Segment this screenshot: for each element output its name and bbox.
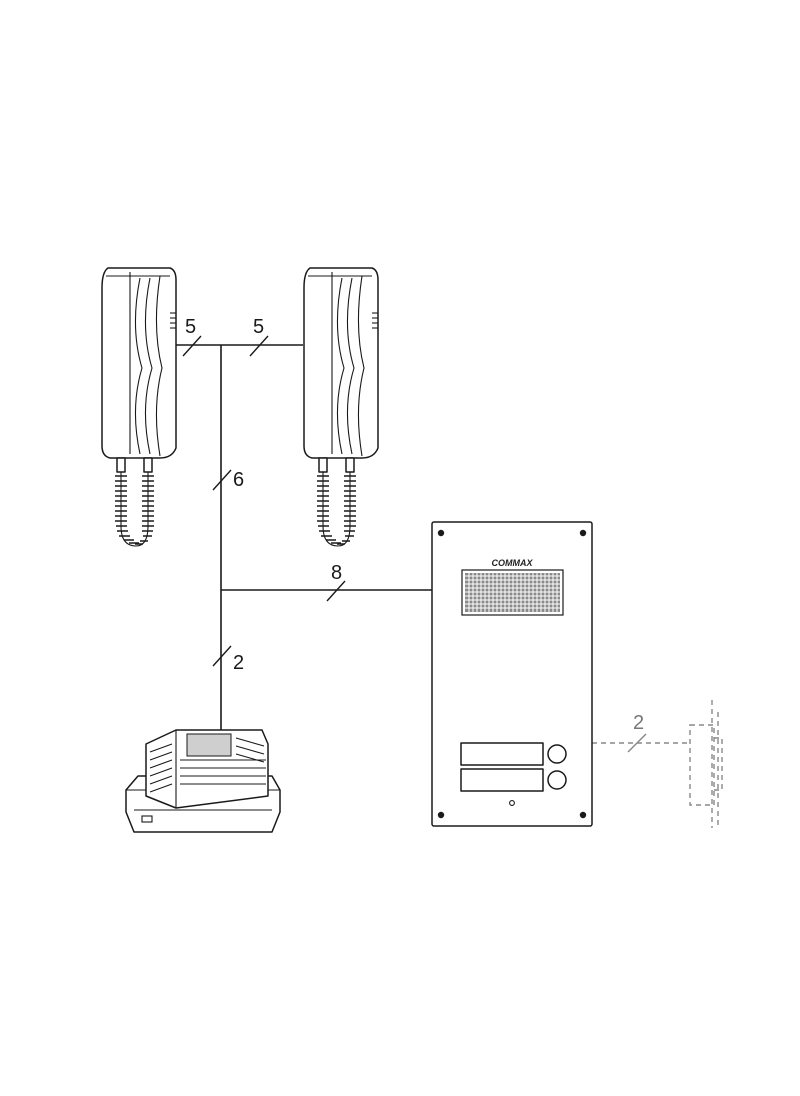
label-power-link: 2 [233,652,244,674]
wires [175,344,690,744]
panel-brand-logo: COMMAX [492,558,534,568]
handset-icon [101,267,177,547]
label-handset-right-link: 5 [253,316,264,338]
conductor-marks [182,335,647,753]
call-button [547,744,567,764]
name-plate [460,742,544,766]
power-supply [125,729,281,833]
door-panel: COMMAX [431,521,593,827]
handset-icon [303,267,379,547]
label-vertical-handsets: 6 [233,469,244,491]
name-plate [460,768,544,792]
label-lock-link: 2 [633,712,644,734]
door-lock [689,700,723,828]
label-handset-left-link: 5 [185,316,196,338]
label-panel-link: 8 [331,562,342,584]
call-button [547,770,567,790]
microphone-hole [509,800,515,806]
